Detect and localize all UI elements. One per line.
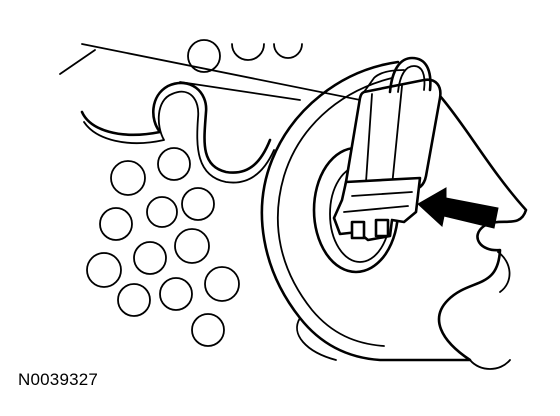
- figure-reference-number: N0039327: [18, 370, 99, 389]
- wire-loop: [388, 56, 432, 94]
- arrow-icon: [417, 187, 499, 229]
- connector-latch: [332, 176, 422, 242]
- main-housing: [260, 60, 528, 370]
- background-panel: [59, 43, 411, 111]
- panel-holes: [86, 39, 303, 347]
- wavy-bracket: [80, 81, 275, 184]
